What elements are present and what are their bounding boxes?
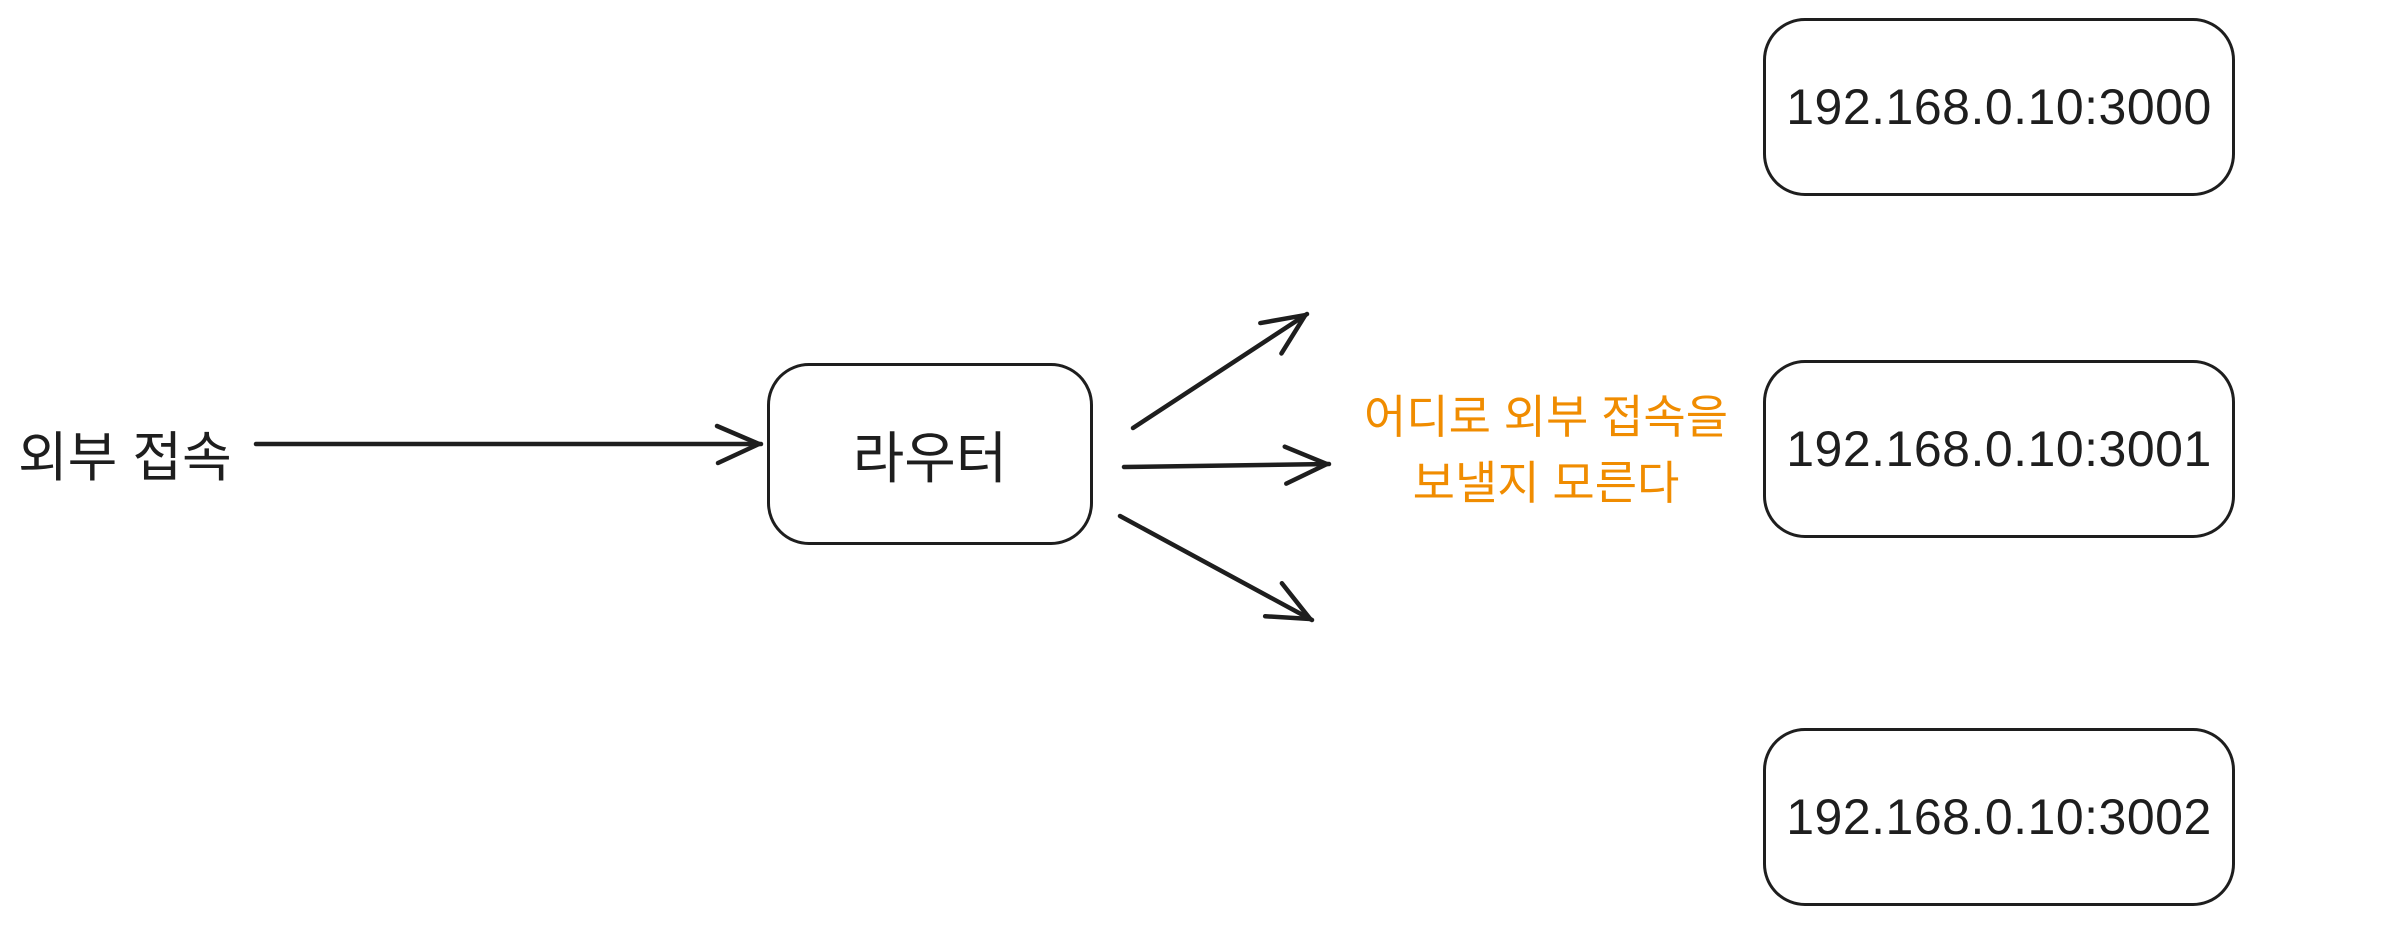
external-connection-label: 외부 접속 [18, 428, 232, 488]
annotation-line-2: 보낼지 모른다 [1412, 457, 1680, 509]
arrow-router-to-bottom [1117, 513, 1315, 623]
router-label: 라우터 [852, 426, 1008, 490]
arrow-router-to-middle [1121, 444, 1332, 486]
server-address-label: 192.168.0.10:3001 [1786, 421, 2212, 477]
server-node-3001: 192.168.0.10:3001 [1763, 360, 2235, 538]
annotation-line-1: 어디로 외부 접속을 [1363, 391, 1729, 443]
annotation-unknown-destination: 어디로 외부 접속을 보낼지 모른다 [1320, 384, 1772, 516]
server-address-label: 192.168.0.10:3000 [1786, 79, 2212, 135]
arrow-router-to-top [1130, 311, 1310, 431]
router-node: 라우터 [767, 363, 1093, 545]
server-node-3002: 192.168.0.10:3002 [1763, 728, 2235, 906]
server-node-3000: 192.168.0.10:3000 [1763, 18, 2235, 196]
server-address-label: 192.168.0.10:3002 [1786, 789, 2212, 845]
